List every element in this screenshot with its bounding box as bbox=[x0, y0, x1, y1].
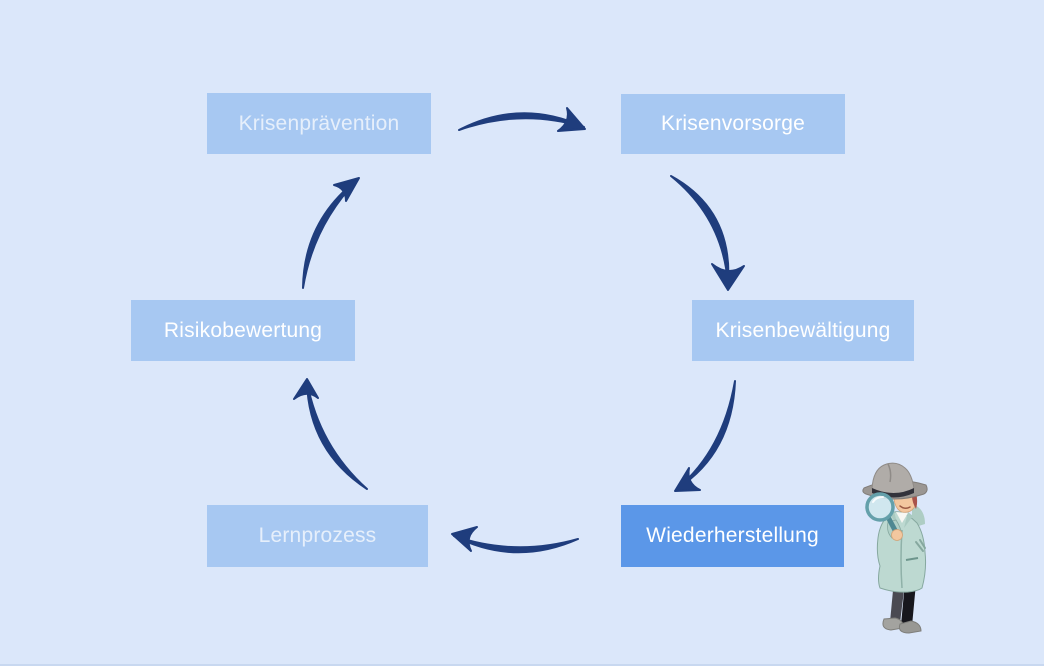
node-lernprozess: Lernprozess bbox=[207, 505, 428, 567]
node-krisenvorsorge-label: Krisenvorsorge bbox=[660, 112, 806, 135]
arrow-krisenbewaeltigung-to-wiederherstellung bbox=[674, 380, 736, 492]
page-bottom-edge bbox=[0, 664, 1044, 666]
node-wiederherstellung: Wiederherstellung bbox=[621, 505, 844, 567]
arrow-krisenvorsorge-to-krisenbewaeltigung bbox=[670, 175, 745, 291]
arrow-krisenpraevention-to-krisenvorsorge bbox=[458, 107, 586, 132]
node-krisenbewaeltigung: Krisenbewältigung bbox=[692, 300, 914, 361]
arrow-wiederherstellung-to-lernprozess bbox=[451, 526, 579, 554]
node-risikobewertung: Risikobewertung bbox=[131, 300, 355, 361]
node-lernprozess-label: Lernprozess bbox=[258, 524, 377, 547]
detective-illustration bbox=[862, 462, 928, 634]
arrow-risikobewertung-to-krisenpraevention bbox=[302, 177, 360, 289]
node-risikobewertung-label: Risikobewertung bbox=[163, 318, 323, 342]
node-krisenpraevention: Krisenprävention bbox=[207, 93, 431, 154]
arrow-lernprozess-to-risikobewertung bbox=[293, 378, 368, 490]
node-wiederherstellung-label: Wiederherstellung bbox=[646, 524, 819, 547]
node-krisenbewaeltigung-label: Krisenbewältigung bbox=[715, 318, 891, 342]
fedora-hat bbox=[862, 462, 928, 500]
magnifying-glass-icon bbox=[865, 492, 903, 541]
node-krisenvorsorge: Krisenvorsorge bbox=[621, 94, 845, 154]
node-krisenpraevention-label: Krisenprävention bbox=[238, 111, 400, 135]
detective-body bbox=[876, 504, 927, 634]
